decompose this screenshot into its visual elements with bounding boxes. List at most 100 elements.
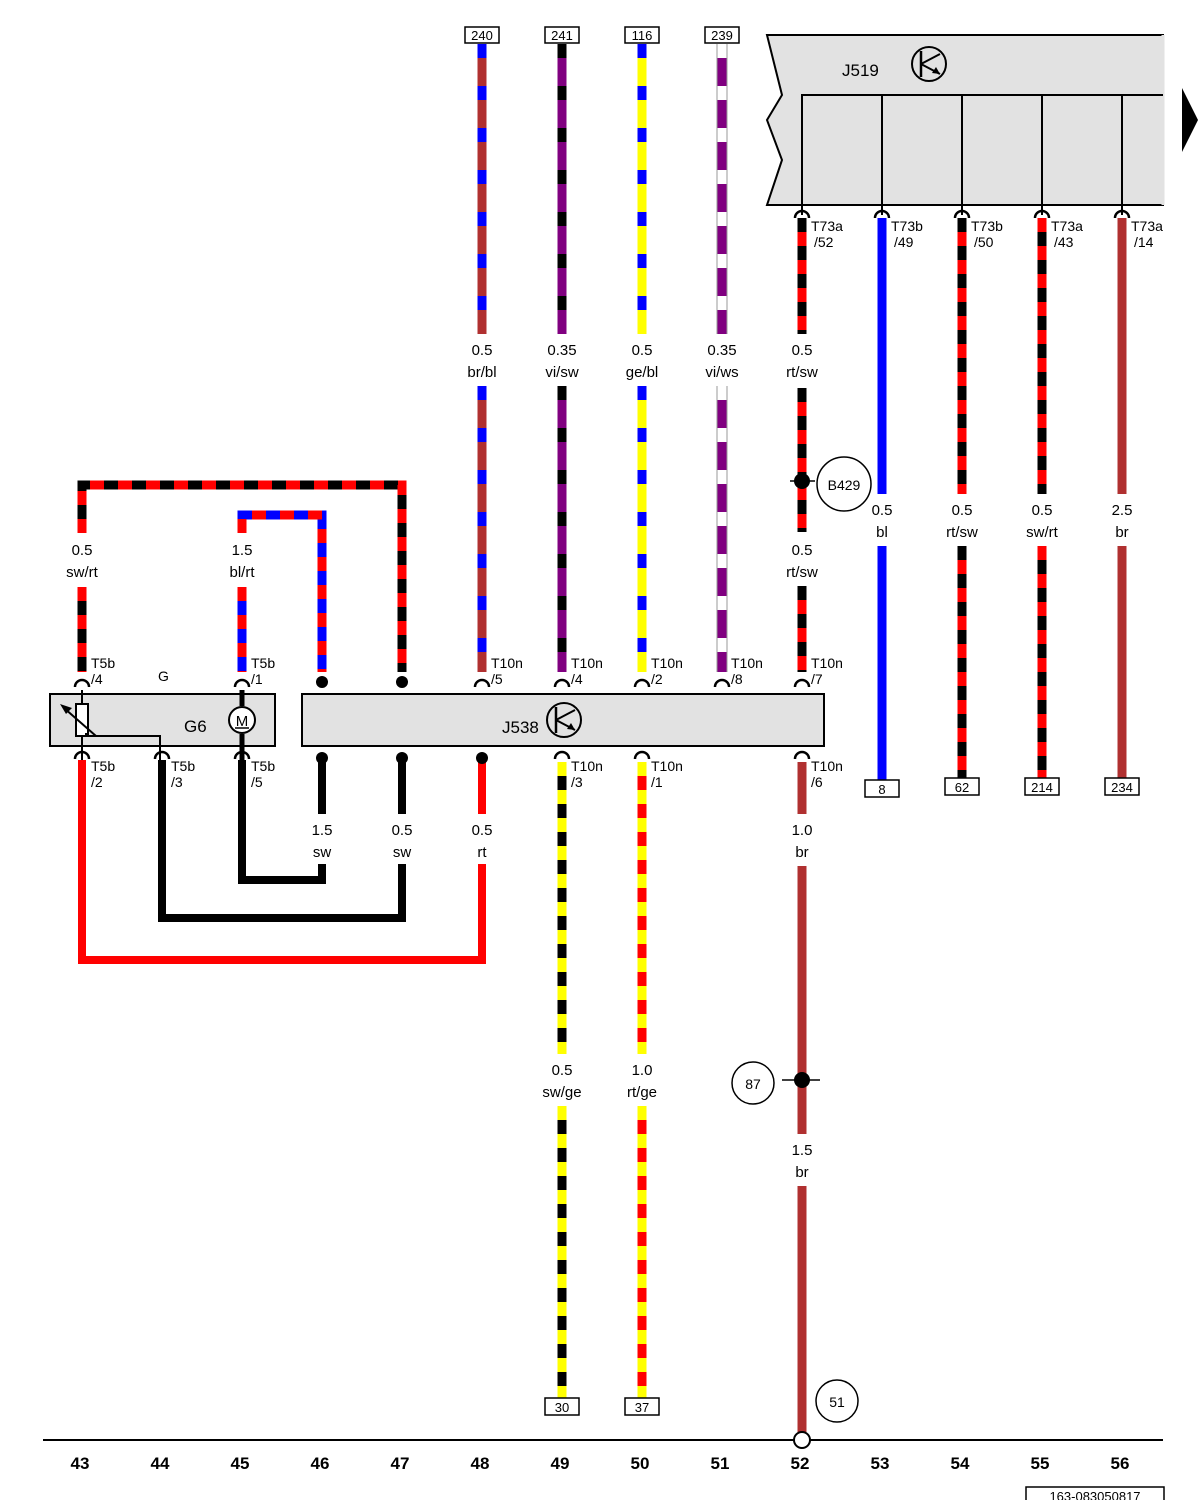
- svg-text:62: 62: [955, 780, 969, 795]
- ground-point-51[interactable]: 51: [815, 1379, 859, 1423]
- connector-pin: [73, 750, 91, 760]
- j538-label: J538: [502, 718, 539, 737]
- pin-label: T10n/4: [571, 655, 603, 687]
- svg-text:30: 30: [555, 1400, 569, 1415]
- column-number: 50: [631, 1454, 650, 1473]
- svg-text:239: 239: [711, 28, 733, 43]
- splice-dot: [316, 752, 328, 764]
- j519-label: J519: [842, 61, 879, 80]
- wire-sw-45-46[interactable]: [238, 760, 326, 884]
- wires: [77, 44, 1127, 1432]
- connector-pin: [473, 678, 491, 688]
- wire-rt-43-48[interactable]: [78, 760, 486, 964]
- connector-pin: [953, 209, 971, 219]
- wire-45-46-loop[interactable]: [237, 510, 327, 672]
- pin-label: T73a/52: [811, 218, 843, 250]
- wire-51-mid[interactable]: [716, 386, 728, 672]
- motor-symbol: M: [236, 713, 249, 730]
- pin-label: T10n/2: [651, 655, 683, 687]
- column-number: 56: [1111, 1454, 1130, 1473]
- connector-pin: [73, 678, 91, 688]
- ground-point-87[interactable]: 87: [731, 1061, 820, 1105]
- pin-label: T5b/1: [251, 655, 275, 687]
- bottom-ref-214[interactable]: 214: [1024, 777, 1060, 796]
- control-unit-j519[interactable]: J519: [765, 34, 1165, 215]
- svg-text:234: 234: [1111, 780, 1133, 795]
- connector-pin: [553, 678, 571, 688]
- page-continue-arrow-icon[interactable]: [1182, 88, 1198, 152]
- bottom-ref-37[interactable]: 37: [624, 1397, 660, 1416]
- connector-pin: [553, 750, 571, 760]
- top-ref-239[interactable]: 239: [704, 26, 740, 44]
- footer-code-box: 163-083050817: [1025, 1486, 1165, 1500]
- pin-label: T73b/49: [891, 218, 923, 250]
- pin-marks: [73, 209, 1131, 764]
- electronic-module-icon: [546, 702, 582, 738]
- svg-text:116: 116: [632, 28, 653, 43]
- pin-label: T5b/2: [91, 758, 115, 790]
- ground-point-b429[interactable]: B429: [790, 456, 872, 512]
- svg-text:B429: B429: [828, 477, 861, 493]
- wire-43-47-loop[interactable]: [77, 480, 407, 672]
- column-number: 46: [311, 1454, 330, 1473]
- connector-pin: [233, 678, 251, 688]
- bottom-ref-30[interactable]: 30: [544, 1397, 580, 1416]
- top-ref-116[interactable]: 116: [624, 26, 660, 44]
- column-number: 45: [231, 1454, 250, 1473]
- connector-pin: [1113, 209, 1131, 219]
- connector-pin: [873, 209, 891, 219]
- connector-pin: [633, 750, 651, 760]
- splice-dot: [396, 752, 408, 764]
- bottom-ref-62[interactable]: 62: [944, 777, 980, 796]
- pin-label: T5b/3: [171, 758, 195, 790]
- svg-text:8: 8: [878, 782, 885, 797]
- pin-label: T10n/7: [811, 655, 843, 687]
- pin-labels: T73a/52 T73b/49 T73b/50 T73a/43 T73a/14 …: [91, 218, 1163, 790]
- top-ref-240[interactable]: 240: [464, 26, 500, 44]
- pin-label: T10n/6: [811, 758, 843, 790]
- control-unit-j538[interactable]: J538: [301, 693, 825, 747]
- svg-text:87: 87: [745, 1076, 761, 1092]
- wire-sw-44-47[interactable]: [158, 760, 406, 922]
- svg-text:51: 51: [829, 1394, 845, 1410]
- electronic-module-icon: [911, 46, 947, 82]
- column-number: 49: [551, 1454, 570, 1473]
- top-ref-241[interactable]: 241: [544, 26, 580, 44]
- splice-dot: [396, 676, 408, 688]
- footer-code: 163-083050817: [1049, 1489, 1140, 1500]
- column-number: 44: [151, 1454, 170, 1473]
- pin-label: T73b/50: [971, 218, 1003, 250]
- bottom-ref-8[interactable]: 8: [864, 779, 900, 798]
- column-number: 54: [951, 1454, 970, 1473]
- fuel-pump-g6[interactable]: G G6 M: [49, 668, 276, 760]
- column-number: 48: [471, 1454, 490, 1473]
- column-number: 43: [71, 1454, 90, 1473]
- pin-label: T10n/3: [571, 758, 603, 790]
- pin-label: T10n/8: [731, 655, 763, 687]
- connector-pin: [633, 678, 651, 688]
- motor-icon: M: [228, 690, 256, 760]
- svg-text:37: 37: [635, 1400, 649, 1415]
- ground-terminal[interactable]: [793, 1431, 811, 1449]
- wire-51-top[interactable]: [716, 44, 728, 334]
- splice-dot: [316, 676, 328, 688]
- g6-label: G6: [184, 717, 207, 736]
- splice-dot: [476, 752, 488, 764]
- bottom-ref-234[interactable]: 234: [1104, 777, 1140, 796]
